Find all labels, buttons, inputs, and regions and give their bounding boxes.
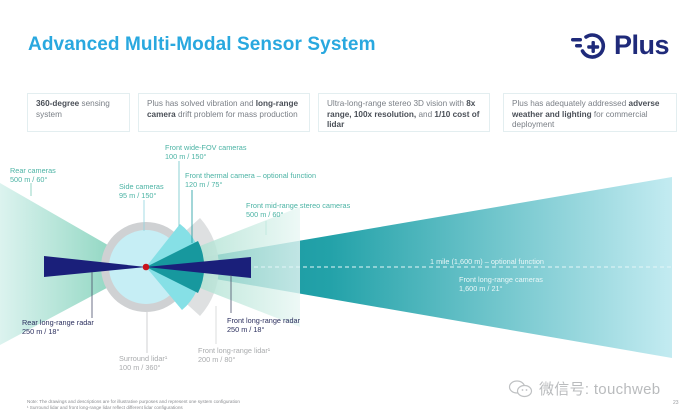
card-text-segment: sensing system (36, 99, 110, 119)
card-text-segment: for commercial deployment (512, 109, 648, 130)
label-one-mile-optional: 1 mile (1,600 m) – optional function (430, 257, 544, 266)
card-text-segment: 360-degree (36, 99, 80, 108)
card-text-segment: Plus has solved vibration and (147, 99, 256, 108)
card-text-segment: 1/10 cost of lidar (327, 109, 480, 130)
page-title: Advanced Multi-Modal Sensor System (28, 34, 376, 55)
feature-card-camera-drift: Plus has solved vibration and long-range… (138, 93, 310, 132)
card-text-segment: Ultra-long-range stereo 3D vision with (327, 99, 467, 108)
page-number: 23 (673, 400, 679, 406)
card-text-segment: 8x range, 100x resolution, (327, 99, 476, 119)
footer-footnote: ¹ Surround lidar and front long-range li… (27, 405, 183, 411)
card-text-segment: and (416, 109, 435, 119)
card-text-segment: long-range camera (147, 99, 299, 119)
feature-card-stereo-vision: Ultra-long-range stereo 3D vision with 8… (318, 93, 490, 132)
card-text-segment: drift problem for mass production (175, 109, 298, 119)
feature-card-weather: Plus has adequately addressed adverse we… (503, 93, 677, 132)
vehicle-center-dot (142, 263, 150, 271)
rear-radar-beam (44, 256, 146, 277)
plus-logo: Plus (570, 30, 670, 61)
front-radar-beam (146, 257, 251, 278)
wechat-icon (508, 379, 533, 397)
feature-card-360: 360-degree sensing system (27, 93, 130, 132)
card-text-segment: adverse weather and lighting (512, 99, 660, 119)
footer-notes: Note: The drawings and descriptions are … (27, 399, 240, 412)
label-front-thermal: Front thermal camera – optional function… (185, 171, 317, 190)
card-text-segment: Plus has adequately addressed (512, 99, 629, 108)
logo-text: Plus (614, 30, 670, 60)
plus-brand-icon (571, 32, 606, 59)
footer-note: Note: The drawings and descriptions are … (27, 399, 240, 404)
wechat-watermark: 微信号: touchweb (508, 378, 660, 399)
watermark-text: 微信号: touchweb (539, 381, 661, 398)
